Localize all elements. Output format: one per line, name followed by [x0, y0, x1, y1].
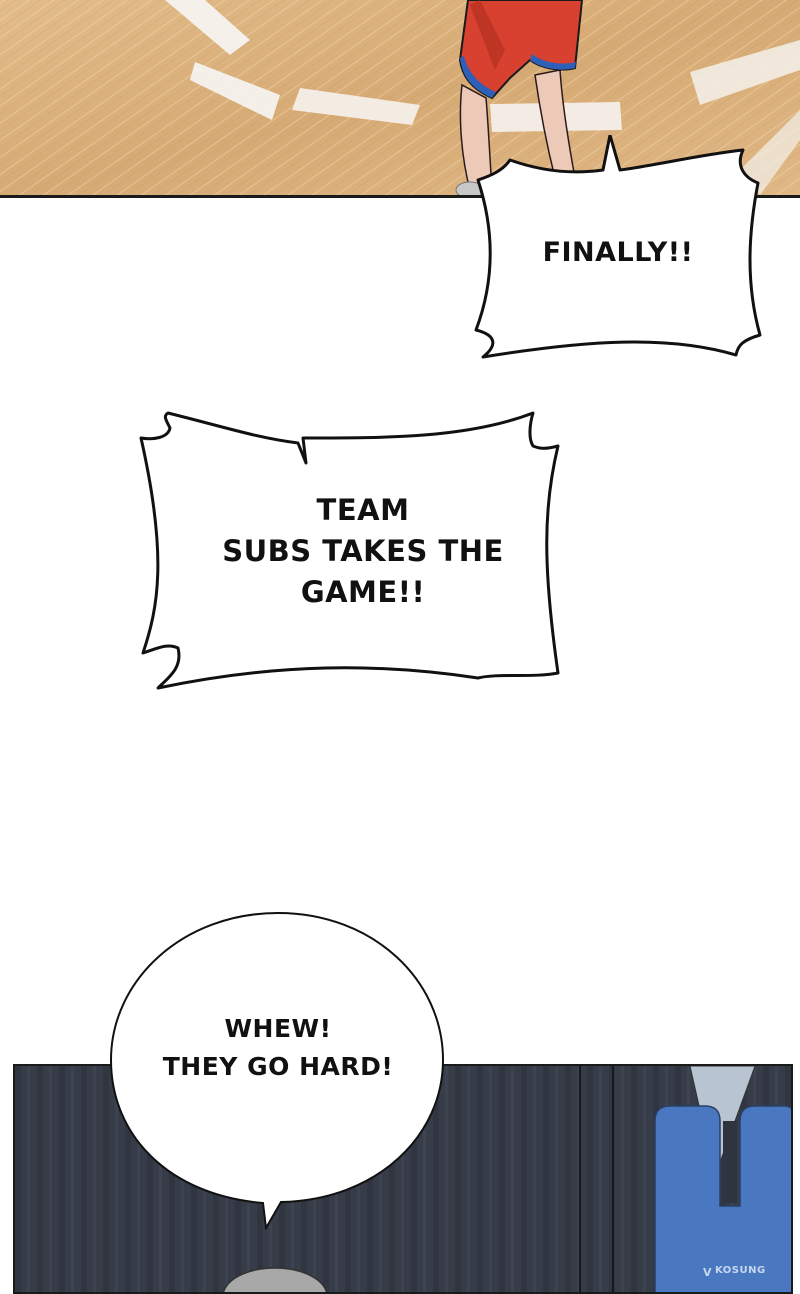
oval-bubble-shape [109, 911, 445, 1230]
player-legs [455, 0, 584, 195]
bubble-line: GAME!! [300, 575, 426, 609]
bubble-line: TEAM [316, 493, 410, 527]
bubble-text: WHEW! THEY GO HARD! [108, 1010, 448, 1086]
court-line [165, 0, 250, 55]
spiky-bubble-shape [474, 135, 762, 359]
speech-bubble-finally: FINALLY!! [468, 135, 768, 365]
blue-padding: V [654, 1105, 791, 1292]
bubble-line: SUBS TAKES THE [222, 534, 504, 568]
bubble-line: THEY GO HARD! [162, 1052, 394, 1081]
speech-bubble-team-subs: TEAM SUBS TAKES THE GAME!! [138, 408, 573, 693]
pad-logo-text: KOSUNG [715, 1265, 766, 1276]
speech-bubble-whew: WHEW! THEY GO HARD! [108, 910, 448, 1230]
spiky-bubble-shape [139, 411, 560, 690]
bubble-text: TEAM SUBS TAKES THE GAME!! [178, 490, 548, 613]
bubble-text: FINALLY!! [542, 237, 694, 268]
v-chevron-logo-icon: V [703, 1266, 712, 1279]
bubble-line: WHEW! [224, 1014, 332, 1043]
